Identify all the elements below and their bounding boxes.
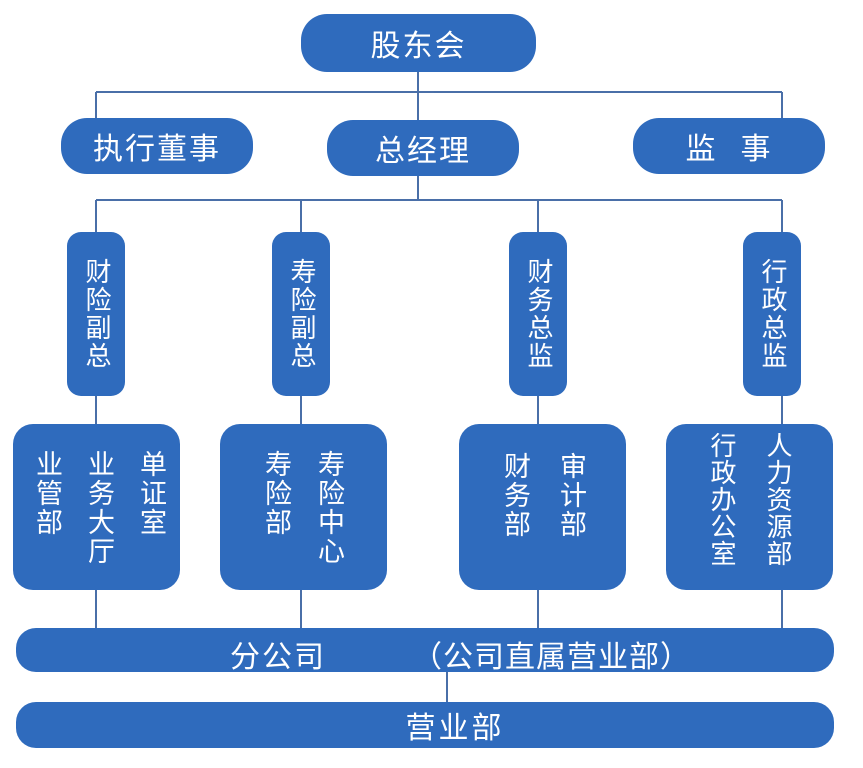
dept-1-col-3: 单证室 xyxy=(135,450,166,537)
node-finance-vp: 财险副总 xyxy=(67,232,125,396)
node-finance-vp-label: 财险副总 xyxy=(81,258,111,370)
node-shareholders: 股东会 xyxy=(301,14,536,72)
node-supervisor-label: 监 事 xyxy=(685,132,773,167)
dept-2-col-2: 寿险中心 xyxy=(313,450,344,566)
branch-direct-label: （公司直属营业部） xyxy=(412,640,691,675)
node-gm-label: 总经理 xyxy=(375,134,471,169)
dept-1-col-1: 业管部 xyxy=(31,450,62,537)
branch-bar: 分公司 （公司直属营业部） xyxy=(16,628,834,675)
node-finance-director: 财务总监 xyxy=(509,232,567,396)
sales-label: 营业部 xyxy=(405,711,505,746)
dept-group-2: 寿险部 寿险中心 xyxy=(220,424,387,590)
node-exec-director: 执行董事 xyxy=(61,118,253,174)
dept-3-col-2: 审计部 xyxy=(555,452,586,539)
dept-4-col-2: 人力资源部 xyxy=(762,432,792,567)
node-admin-director: 行政总监 xyxy=(743,232,801,396)
node-life-vp: 寿险副总 xyxy=(272,232,330,396)
dept-group-1: 业管部 业务大厅 单证室 xyxy=(13,424,180,590)
sales-bar: 营业部 xyxy=(16,702,834,748)
dept-1-col-2: 业务大厅 xyxy=(83,450,114,566)
node-exec-director-label: 执行董事 xyxy=(93,132,221,167)
dept-group-4: 行政办公室 人力资源部 xyxy=(666,424,833,590)
dept-group-3: 财务部 审计部 xyxy=(459,424,626,590)
dept-3-col-1: 财务部 xyxy=(499,452,530,539)
node-shareholders-label: 股东会 xyxy=(370,29,467,64)
dept-4-col-1: 行政办公室 xyxy=(706,432,736,567)
node-supervisor: 监 事 xyxy=(633,118,825,174)
branch-label: 分公司 xyxy=(230,640,326,675)
node-life-vp-label: 寿险副总 xyxy=(286,258,316,370)
node-finance-director-label: 财务总监 xyxy=(523,258,553,370)
dept-2-col-1: 寿险部 xyxy=(260,450,291,537)
node-admin-director-label: 行政总监 xyxy=(757,258,787,370)
node-gm: 总经理 xyxy=(327,120,519,176)
